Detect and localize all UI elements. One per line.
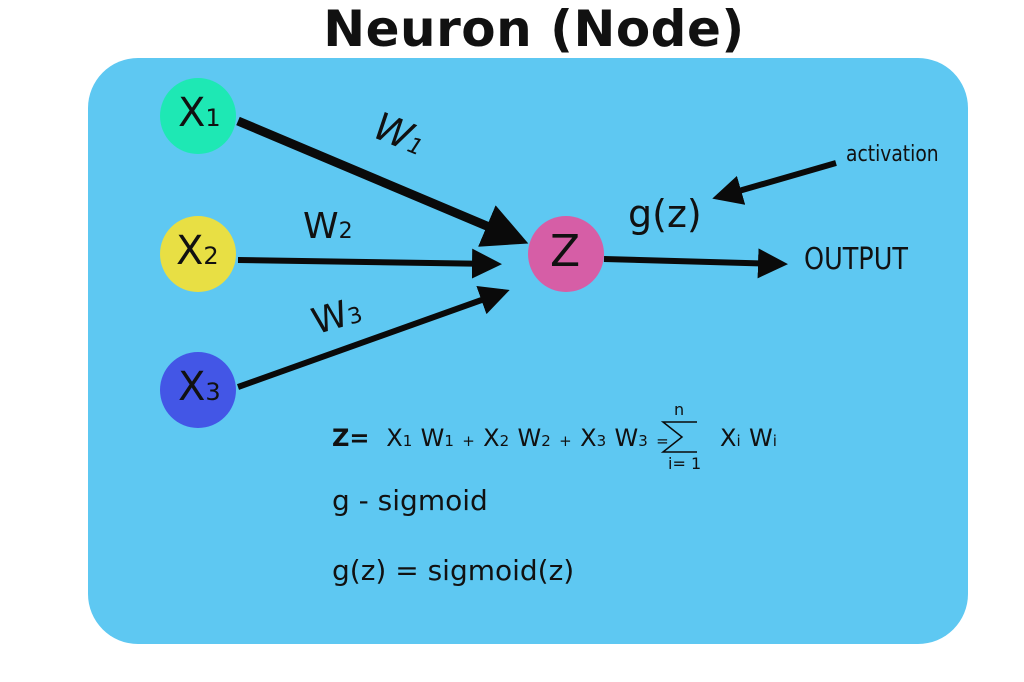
sum-term: Xi Wi bbox=[720, 424, 777, 452]
sum-lower-limit: i= 1 bbox=[668, 454, 702, 473]
input-node-x1 bbox=[160, 78, 236, 154]
input-subscript: 3 bbox=[205, 378, 221, 406]
input-letter: X bbox=[178, 90, 206, 136]
activation-label: activation bbox=[846, 142, 939, 167]
input-label-x2: X2 bbox=[176, 228, 219, 274]
diagram-panel bbox=[88, 58, 968, 644]
formula-subscript: i bbox=[772, 432, 777, 450]
note-sigmoid: g - sigmoid bbox=[332, 484, 488, 517]
weight-subscript: 2 bbox=[338, 219, 353, 244]
sum-symbol bbox=[660, 421, 697, 453]
diagram-title: Neuron (Node) bbox=[323, 0, 745, 58]
input-letter: X bbox=[176, 228, 204, 274]
input-node-x3 bbox=[160, 352, 236, 428]
formula-w: W bbox=[420, 424, 445, 452]
edge-x3-z bbox=[236, 285, 510, 390]
formula-subscript: 1 bbox=[444, 432, 454, 450]
formula-subscript: 2 bbox=[499, 432, 510, 450]
formula-x: X bbox=[483, 424, 500, 452]
note-gz-sigmoid: g(z) = sigmoid(z) bbox=[332, 554, 575, 587]
input-subscript: 2 bbox=[203, 242, 219, 270]
formula-x: X bbox=[720, 424, 737, 452]
formula-subscript: 2 bbox=[541, 432, 551, 450]
activation-function-label: g(z) bbox=[628, 192, 702, 236]
neuron-label-z: Z bbox=[550, 226, 581, 277]
weight-label-w2: W2 bbox=[303, 206, 353, 247]
formula-w: W bbox=[517, 424, 542, 452]
formula-plus: + bbox=[559, 432, 572, 450]
input-node-x2 bbox=[160, 216, 236, 292]
input-subscript: 1 bbox=[205, 104, 221, 132]
formula-w: W bbox=[748, 424, 773, 452]
formula-subscript: i bbox=[736, 432, 741, 450]
formula-x: X bbox=[580, 424, 597, 452]
formula-x: X bbox=[386, 424, 403, 452]
activation-arrow bbox=[712, 160, 837, 205]
weight-letter: W bbox=[303, 206, 339, 247]
edge-x2-z bbox=[237, 248, 502, 279]
formula-equals: = bbox=[656, 432, 669, 450]
output-label: OUTPUT bbox=[804, 242, 908, 277]
formula-plus: + bbox=[462, 432, 475, 450]
neuron-node-z bbox=[528, 216, 604, 292]
edge-z-output bbox=[603, 248, 788, 279]
edge-x1-z bbox=[236, 116, 529, 247]
formula-lhs: Z= bbox=[332, 424, 370, 452]
formula-subscript: 3 bbox=[638, 432, 648, 450]
formula-subscript: 1 bbox=[402, 432, 413, 450]
sum-upper-limit: n bbox=[674, 400, 685, 419]
weighted-sum-formula: Z= X1 W1 + X2 W2 + X3 W3 = bbox=[332, 424, 669, 452]
input-letter: X bbox=[178, 364, 206, 410]
input-label-x3: X3 bbox=[178, 364, 221, 410]
input-label-x1: X1 bbox=[178, 90, 221, 136]
formula-w: W bbox=[614, 424, 639, 452]
formula-subscript: 3 bbox=[596, 432, 607, 450]
